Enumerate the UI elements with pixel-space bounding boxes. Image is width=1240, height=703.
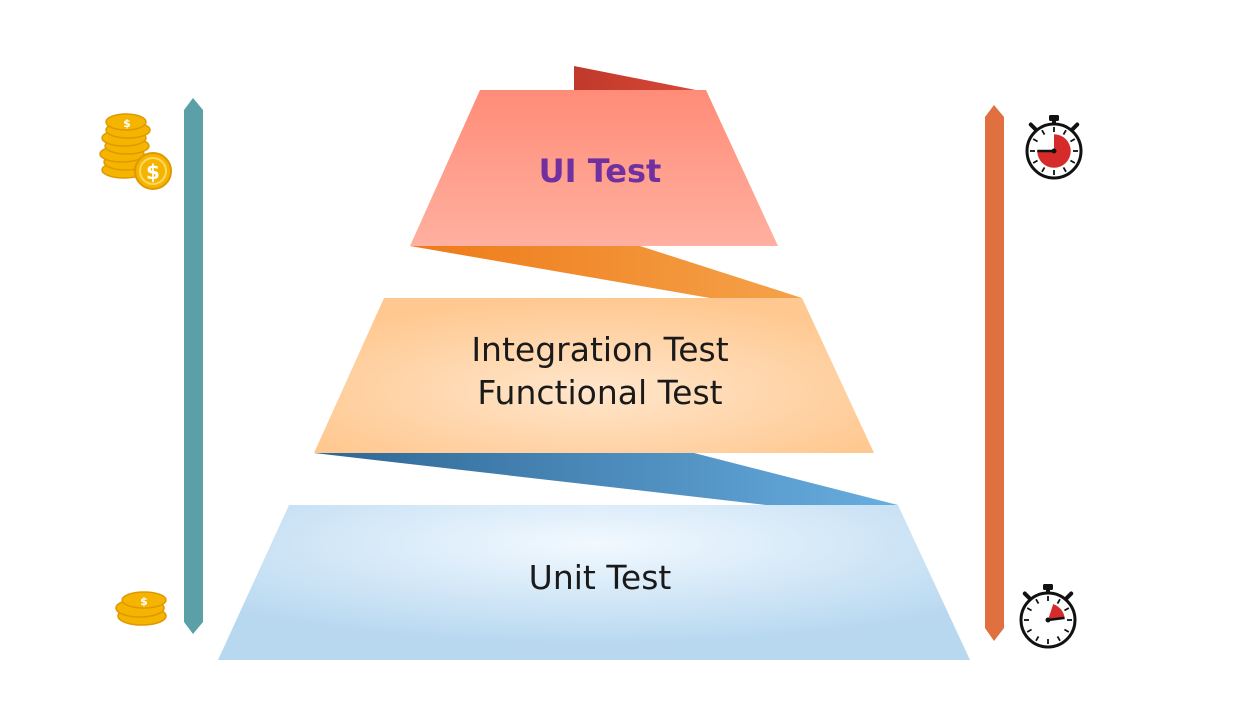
stopwatch-large-slice-icon xyxy=(1025,115,1083,180)
pyramid-tier-unit xyxy=(218,505,970,660)
ribbon-bottom xyxy=(314,453,898,505)
pyramid-tier-integration xyxy=(314,298,874,453)
ui-test-label: UI Test xyxy=(539,152,662,190)
functional-test-label: Functional Test xyxy=(477,373,722,412)
svg-text:$: $ xyxy=(146,160,160,184)
coin-stack-large-icon: $ $ xyxy=(99,113,172,190)
cost-axis-bar xyxy=(184,98,203,634)
integration-test-label: Integration Test xyxy=(471,330,728,369)
coin-stack-small-icon: $ xyxy=(115,591,167,626)
ribbon-top xyxy=(574,66,706,92)
stopwatch-small-slice-icon xyxy=(1019,584,1077,649)
svg-text:$: $ xyxy=(123,117,131,130)
svg-text:$: $ xyxy=(140,595,148,608)
pyramid-tier-ui xyxy=(410,90,778,246)
time-axis-bar xyxy=(985,105,1004,641)
ribbon-middle xyxy=(410,246,802,298)
unit-test-label: Unit Test xyxy=(529,558,672,597)
